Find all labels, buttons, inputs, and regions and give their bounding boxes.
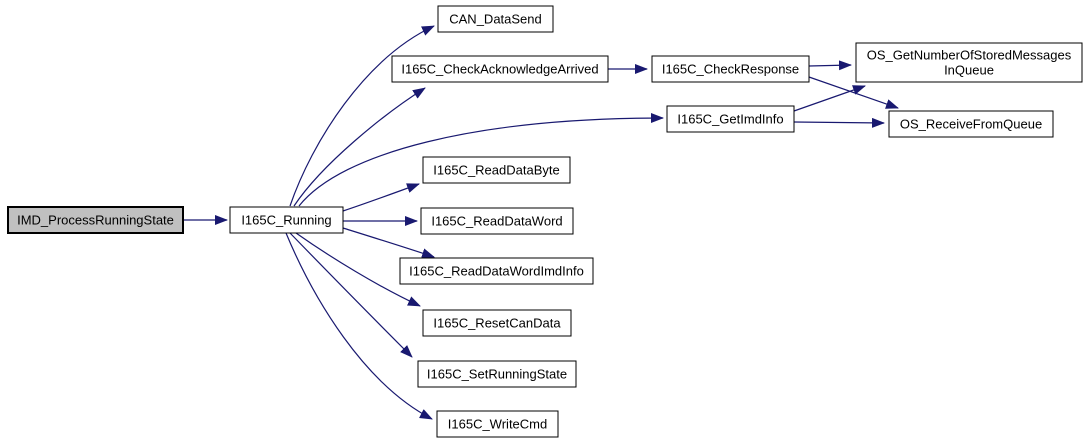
edge-i165c-running-to-i165c-checkacknowledgearrived [293,87,426,207]
node-box-i165c-checkacknowledgearrived[interactable] [391,55,609,83]
edge-i165c-running-to-i165c-getimdinfo [298,113,664,207]
node-i165c-running[interactable]: I165C_Running [229,206,344,234]
edge-i165c-running-to-i165c-resetcandata [295,232,421,307]
edge-i165c-running-to-i165c-readdatawordimdinfo [342,227,435,258]
node-label-i165c-readdatabyte: I165C_ReadDataByte [433,163,559,178]
node-label-i165c-resetcandata: I165C_ResetCanData [433,316,561,331]
node-label-i165c-readdatawordimdinfo: I165C_ReadDataWordImdInfo [409,264,584,279]
edge-i165c-getimdinfo-to-os-getnumberofstoredmessagesinqueue [793,85,866,112]
node-i165c-checkacknowledgearrived[interactable]: I165C_CheckAcknowledgeArrived [391,55,609,83]
node-imd-processrunningstate[interactable]: IMD_ProcessRunningState [7,206,184,234]
node-label-imd-processrunningstate: IMD_ProcessRunningState [17,213,174,228]
node-i165c-writecmd[interactable]: I165C_WriteCmd [436,410,559,438]
node-label-os-receivefromqueue: OS_ReceiveFromQueue [900,117,1042,132]
node-label-i165c-getimdinfo: I165C_GetImdInfo [677,112,783,127]
edge-i165c-getimdinfo-to-os-receivefromqueue [793,117,885,128]
node-box-i165c-resetcandata[interactable] [422,309,572,337]
node-label-i165c-checkacknowledgearrived: I165C_CheckAcknowledgeArrived [401,62,598,77]
edge-i165c-running-to-i165c-setrunningstate [289,232,413,358]
node-label-i165c-setrunningstate: I165C_SetRunningState [427,367,567,382]
edge-i165c-running-to-can-datasend [289,25,435,207]
node-i165c-readdatabyte[interactable]: I165C_ReadDataByte [422,156,571,184]
node-box-i165c-readdatawordimdinfo[interactable] [399,257,594,285]
node-i165c-readdatawordimdinfo[interactable]: I165C_ReadDataWordImdInfo [399,257,594,285]
node-i165c-readdataword[interactable]: I165C_ReadDataWord [420,207,574,235]
node-i165c-resetcandata[interactable]: I165C_ResetCanData [422,309,572,337]
node-box-i165c-readdatabyte[interactable] [422,156,571,184]
node-box-i165c-setrunningstate[interactable] [417,360,577,388]
node-can-datasend[interactable]: CAN_DataSend [437,5,554,33]
node-box-i165c-readdataword[interactable] [420,207,574,235]
edge-i165c-running-to-i165c-readdatabyte [342,183,420,212]
node-label-i165c-running: I165C_Running [241,213,331,228]
node-label-i165c-writecmd: I165C_WriteCmd [448,417,547,432]
node-box-os-receivefromqueue[interactable] [888,110,1054,138]
node-label-i165c-checkresponse: I165C_CheckResponse [662,62,799,77]
node-box-can-datasend[interactable] [437,5,554,33]
node-label-can-datasend: CAN_DataSend [449,12,542,27]
edge-i165c-running-to-i165c-writecmd [285,232,433,420]
node-box-i165c-running[interactable] [229,206,344,234]
node-label-i165c-readdataword: I165C_ReadDataWord [431,214,562,229]
node-box-os-getnumberofstoredmessagesinqueue[interactable] [855,42,1083,83]
node-box-i165c-getimdinfo[interactable] [666,105,795,133]
node-os-receivefromqueue[interactable]: OS_ReceiveFromQueue [888,110,1054,138]
node-i165c-checkresponse[interactable]: I165C_CheckResponse [651,55,810,83]
node-box-i165c-checkresponse[interactable] [651,55,810,83]
edge-i165c-checkresponse-to-os-getnumberofstoredmessagesinqueue [808,60,852,71]
node-box-imd-processrunningstate[interactable] [7,206,184,234]
node-i165c-getimdinfo[interactable]: I165C_GetImdInfo [666,105,795,133]
node-i165c-setrunningstate[interactable]: I165C_SetRunningState [417,360,577,388]
node-box-i165c-writecmd[interactable] [436,410,559,438]
